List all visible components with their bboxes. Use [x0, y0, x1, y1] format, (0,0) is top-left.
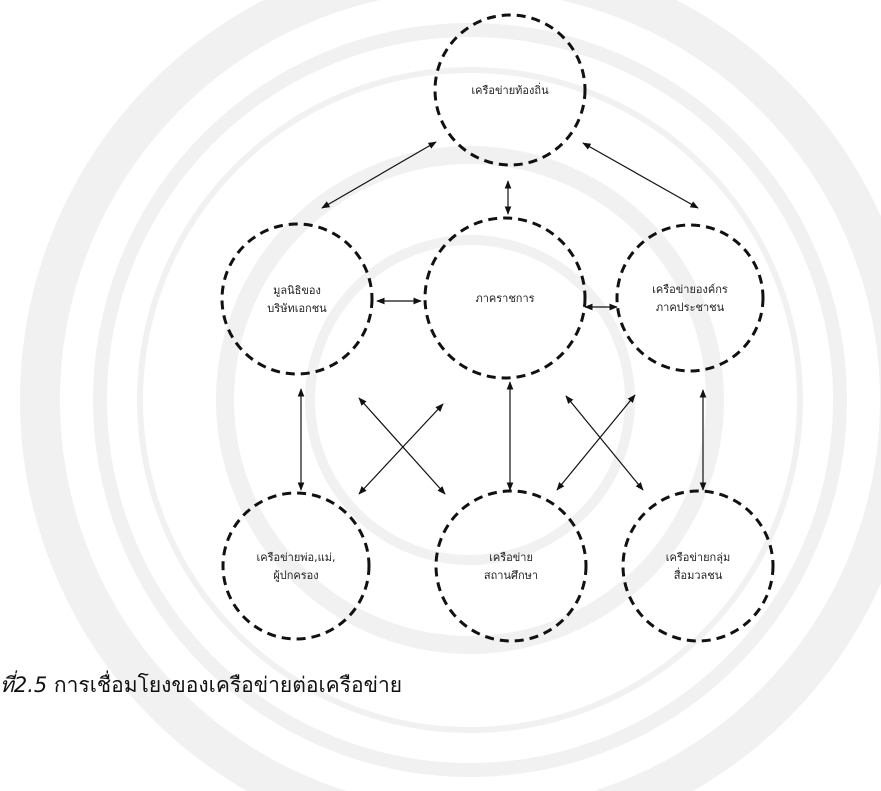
figure-caption: ที่2.5 การเชื่อมโยงของเครือข่ายต่อเครือข…	[0, 669, 402, 702]
node-circle-school	[434, 489, 588, 643]
node-parents: เครือข่ายพ่อ,แม่, ผู้ปกครอง	[221, 491, 371, 641]
node-label-media-1: สื่อมวลชน	[674, 567, 723, 582]
node-circle-parents	[221, 491, 371, 641]
node-label-civil-1: ภาคประชาชน	[656, 301, 725, 314]
node-local: เครือข่ายท้องถิ่น	[433, 13, 587, 167]
figure-number: ที่2.5	[0, 673, 48, 697]
connector-arrow-government-media	[565, 395, 644, 491]
connector-arrow-local-civil	[582, 142, 699, 209]
node-circle-local	[433, 13, 587, 167]
node-label-parents-0: เครือข่ายพ่อ,แม่,	[257, 551, 336, 564]
node-label-local-0: เครือข่ายท้องถิ่น	[471, 82, 549, 97]
node-label-parents-1: ผู้ปกครอง	[273, 569, 318, 582]
node-label-civil-0: เครือข่ายองค์กร	[652, 283, 728, 296]
node-circle-civil	[615, 223, 765, 373]
connector-arrow-local-foundation	[321, 141, 437, 209]
node-label-media-0: เครือข่ายกลุ่ม	[666, 551, 730, 564]
connector-arrow-civil-school	[556, 394, 636, 491]
node-circle-media	[621, 489, 775, 643]
node-label-school-0: เครือข่าย	[489, 551, 533, 564]
node-circle-government	[423, 216, 587, 380]
node-label-government-0: ภาคราชการ	[475, 292, 534, 305]
figure-caption-text: การเชื่อมโยงของเครือข่ายต่อเครือข่าย	[47, 673, 403, 697]
node-government: ภาคราชการ	[423, 216, 587, 380]
node-circle-foundation	[220, 222, 374, 376]
connector-arrow-government-parents	[358, 403, 444, 495]
node-label-foundation-0: มูลนิธิของ	[273, 284, 321, 297]
node-media: เครือข่ายกลุ่มสื่อมวลชน	[621, 489, 775, 643]
node-label-foundation-1: บริษัทเอกชน	[267, 302, 327, 315]
node-label-school-1: สถานศึกษา	[484, 569, 538, 582]
